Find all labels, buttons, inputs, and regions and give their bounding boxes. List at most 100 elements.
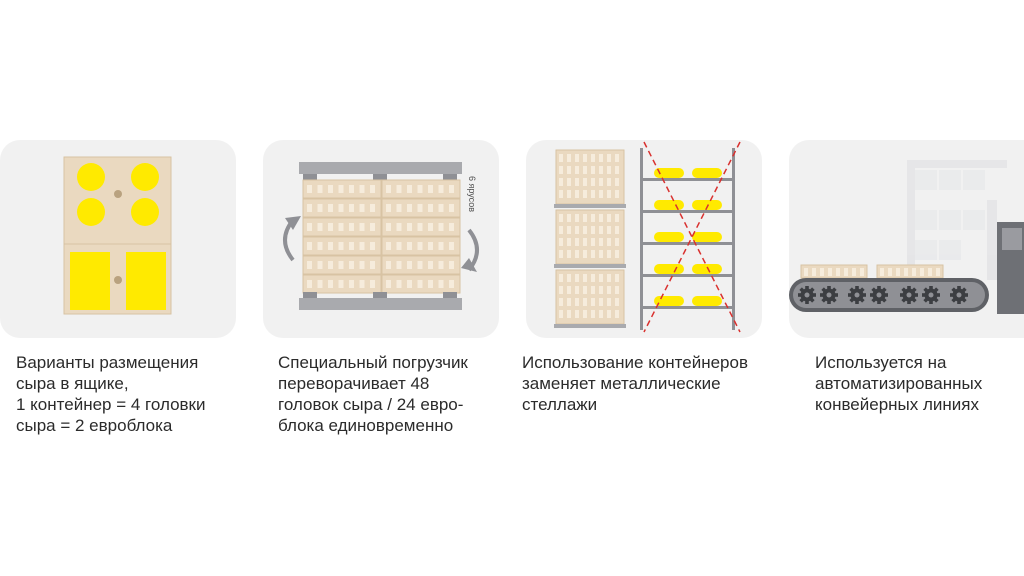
crate-slot [328,242,333,250]
container-slot [559,250,563,258]
crate-slot [386,204,391,212]
container-slot [559,178,563,186]
container-slot [583,226,587,234]
crate-slot [396,261,402,269]
container-slot [607,250,611,258]
container-slot [583,154,587,162]
container-slot [559,190,563,198]
caption-conveyor: Используется на автоматизированных конве… [815,353,983,414]
crate-slot [407,280,412,288]
crate-slot [449,242,454,250]
container-slot [575,250,579,258]
crate-slot [396,185,402,193]
container-slot [583,286,587,294]
container-slot [615,178,619,186]
gear-tooth [929,300,933,304]
stacked-container [555,149,625,205]
box-arrangement-illustration [63,156,172,315]
cheese-bar [692,232,722,242]
crate-slot [428,280,433,288]
crate-slot [396,204,402,212]
container-slot [615,250,619,258]
container-slot [567,238,571,246]
gear-tooth [907,286,911,290]
container-slot [607,226,611,234]
container-slot [591,298,595,306]
crate-slot [438,185,444,193]
crate-slot [349,261,354,269]
container-slot [615,190,619,198]
gear-hub [956,292,962,298]
label-tiers: 6 ярусов [467,176,477,212]
crate-slot [349,223,354,231]
container-slot [567,166,571,174]
cheese-head [131,163,159,191]
container-slot [607,298,611,306]
container-slot [615,214,619,222]
forklift-turn-illustration: 6 ярусов [283,162,479,310]
crate-slot [338,223,344,231]
crate-slot [370,280,375,288]
container-slot [615,226,619,234]
container-slot [599,214,603,222]
gear-tooth [855,300,859,304]
panel-forklift-turn: 6 ярусов [263,140,499,338]
crate-slot [386,185,391,193]
container-slot [591,190,595,198]
container-slot [567,250,571,258]
crate-slot [338,185,344,193]
container-slot [583,190,587,198]
crate-slot [428,204,433,212]
crate-slot [428,185,433,193]
container-slot [607,154,611,162]
container-slot [591,166,595,174]
container-slot [607,310,611,318]
crate-slot [370,261,375,269]
container-slot [575,238,579,246]
container-slot [599,298,603,306]
container-slot [591,250,595,258]
crate-slot [417,204,423,212]
gear-tooth [929,286,933,290]
crate-slot [396,223,402,231]
container-slot [559,274,563,282]
container-slot [575,190,579,198]
arrowhead [461,258,477,272]
container-slot [599,310,603,318]
gear-hub [854,292,860,298]
crate-slot [359,223,365,231]
gear-hub [804,292,810,298]
crate-slot [359,204,365,212]
crate-slot [359,242,365,250]
crate-slot [307,185,312,193]
container-slot [575,310,579,318]
container-slot [575,286,579,294]
container-slot [575,154,579,162]
cheese-head [77,198,105,226]
container-slot [615,154,619,162]
gear-tooth [907,300,911,304]
container-slot [615,166,619,174]
gear-tooth [855,286,859,290]
crate-slot [428,223,433,231]
container-slot [615,298,619,306]
crate-slot [438,261,444,269]
container-slot [599,226,603,234]
crate-slot [328,280,333,288]
crate-slot [438,242,444,250]
gear-tooth [805,300,809,304]
crate-slot [386,242,391,250]
crate-slot [338,280,344,288]
caption-containers-vs-racks: Использование контейнеров заменяет метал… [522,353,748,414]
container-slot [607,274,611,282]
container-slot [607,166,611,174]
gear-row [798,286,968,304]
container-slot [583,250,587,258]
crate-slot [307,223,312,231]
crate-slot [370,223,375,231]
container-slot [583,238,587,246]
container-slot [559,238,563,246]
crate-slot [928,268,932,276]
container-slot [599,238,603,246]
container-slot [591,274,595,282]
